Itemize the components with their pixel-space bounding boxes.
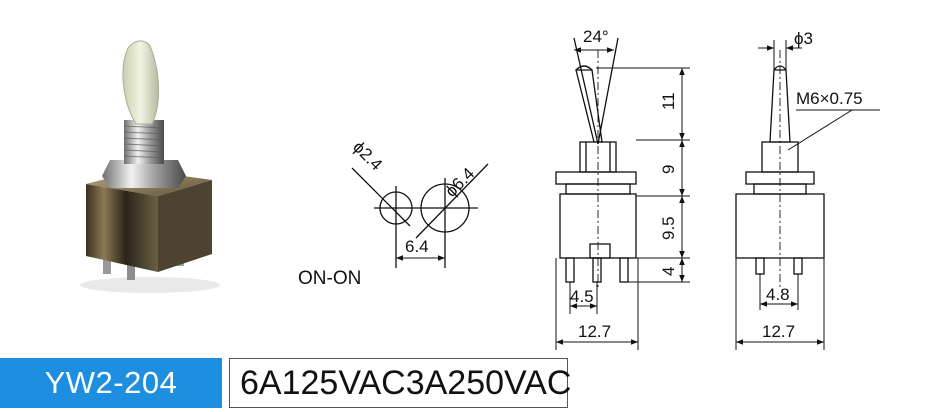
front-view-drawing: 24° 11 9 9.5 4 4.5 12.7 <box>555 27 690 350</box>
terminal-pin <box>103 256 111 274</box>
lever-dia-label: ϕ3 <box>794 29 813 48</box>
body-height-label: 9.5 <box>659 216 678 240</box>
side-width-label: 12.7 <box>762 322 795 341</box>
terminal-length-label: 4 <box>659 267 678 276</box>
switch-body-front <box>86 184 158 272</box>
terminal-pin <box>127 264 135 280</box>
side-view-drawing: ϕ3 M6×0.75 4.8 12.7 <box>735 29 880 350</box>
small-hole-dia-label: ϕ2.4 <box>349 137 386 174</box>
large-hole-dia-label: ϕ6.4 <box>441 164 478 201</box>
switch-body-side <box>158 180 212 272</box>
model-number-badge: YW2-204 <box>0 358 222 408</box>
side-terminal <box>755 257 765 275</box>
switch-nut <box>102 160 186 188</box>
front-terminal <box>619 257 629 283</box>
front-width-label: 12.7 <box>578 322 611 341</box>
hole-spacing-label: 6.4 <box>405 237 429 256</box>
electrical-rating: 6A125VAC3A250VAC <box>229 358 571 408</box>
switch-photo <box>80 40 220 293</box>
front-terminal <box>592 257 602 283</box>
angle-label: 24° <box>583 27 609 46</box>
lever-height-label: 11 <box>659 92 678 110</box>
drawing-canvas: 6.4 ϕ2.4 ϕ6.4 24° <box>80 27 880 350</box>
side-terminal-pitch-label: 4.8 <box>766 285 790 304</box>
front-nut <box>555 171 637 185</box>
thread-label: M6×0.75 <box>796 89 863 108</box>
switch-lever <box>122 40 159 125</box>
mounting-hole-diagram: 6.4 ϕ2.4 ϕ6.4 <box>349 137 489 268</box>
side-terminal <box>793 257 803 275</box>
bushing-height-label: 9 <box>659 165 678 174</box>
terminal-pitch-label: 4.5 <box>570 287 594 306</box>
front-terminal <box>565 257 575 283</box>
switch-mode-label: ON-ON <box>298 268 362 289</box>
